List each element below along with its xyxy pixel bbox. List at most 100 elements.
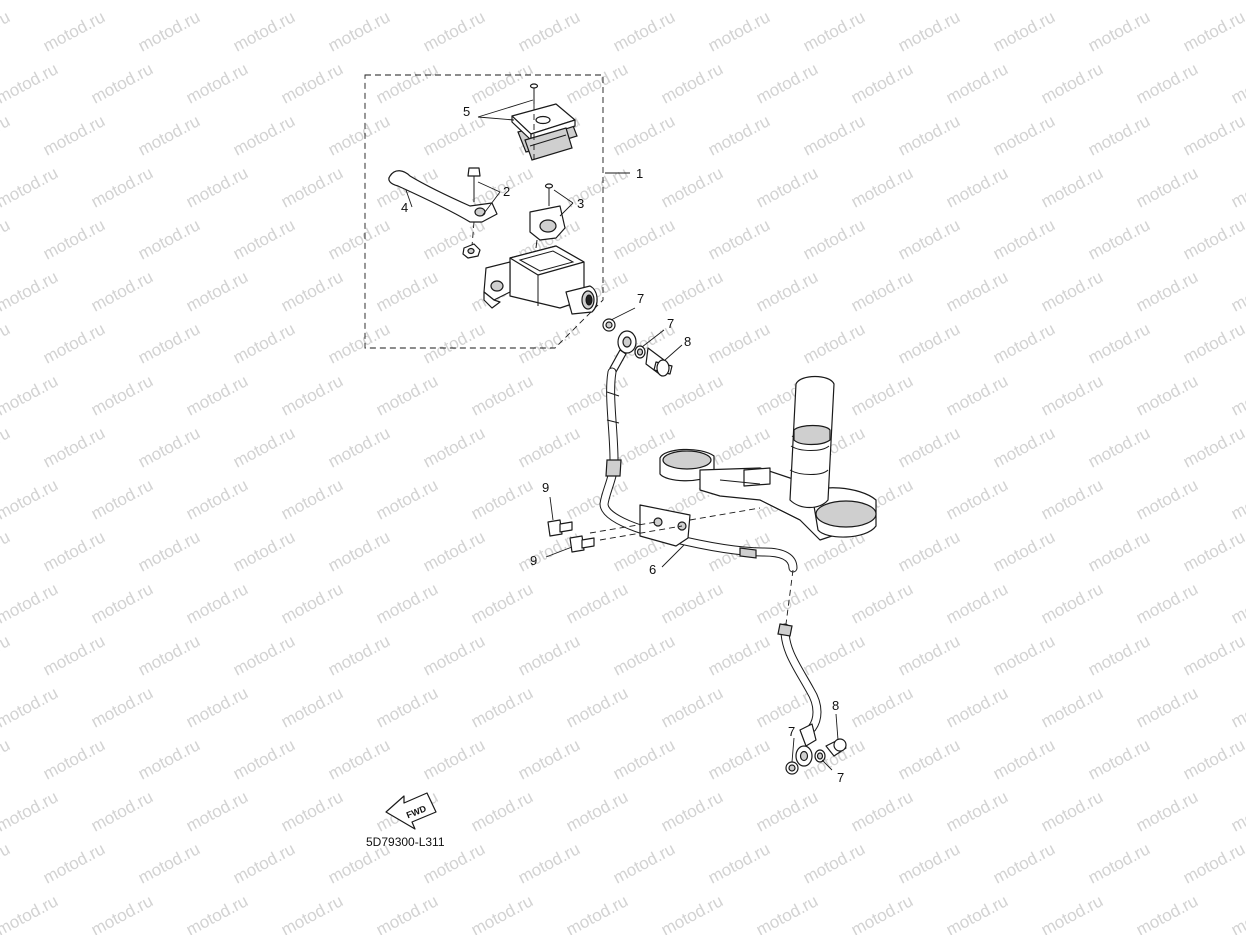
watermark-text: motod.ru xyxy=(1228,0,1246,4)
reservoir-cap-assembly xyxy=(511,83,578,161)
watermark-text: motod.ru xyxy=(1038,475,1106,523)
hose-bracket xyxy=(589,504,761,547)
watermark-text: motod.ru xyxy=(895,215,963,263)
watermark-text: motod.ru xyxy=(1133,267,1201,315)
watermark-text: motod.ru xyxy=(325,423,393,471)
watermark-text: motod.ru xyxy=(88,683,156,731)
watermark-text: motod.ru xyxy=(135,111,203,159)
watermark-text: motod.ru xyxy=(1180,7,1246,55)
watermark-text: motod.ru xyxy=(468,0,536,4)
watermark-text: motod.ru xyxy=(183,163,251,211)
watermark-text: motod.ru xyxy=(0,215,13,263)
watermark-text: motod.ru xyxy=(0,475,61,523)
watermark-text: motod.ru xyxy=(610,631,678,679)
watermark-text: motod.ru xyxy=(1133,59,1201,107)
watermark-text: motod.ru xyxy=(848,683,916,731)
watermark-text: motod.ru xyxy=(373,891,441,935)
watermark-text: motod.ru xyxy=(800,839,868,887)
watermark-text: motod.ru xyxy=(848,163,916,211)
watermark-text: motod.ru xyxy=(895,319,963,367)
watermark-text: motod.ru xyxy=(0,683,61,731)
watermark-text: motod.ru xyxy=(135,631,203,679)
diagram-code: 5D79300-L311 xyxy=(366,835,445,849)
watermark-text: motod.ru xyxy=(183,0,251,4)
steering-stem xyxy=(789,375,835,509)
watermark-text: motod.ru xyxy=(0,839,13,887)
watermark-text: motod.ru xyxy=(230,7,298,55)
watermark-text: motod.ru xyxy=(278,579,346,627)
watermark-text: motod.ru xyxy=(1228,787,1246,835)
callout-6: 6 xyxy=(649,562,656,577)
watermark-text: motod.ru xyxy=(230,527,298,575)
callout-7-top-b: 7 xyxy=(667,316,674,331)
watermark-text: motod.ru xyxy=(658,787,726,835)
watermark-text: motod.ru xyxy=(943,787,1011,835)
watermark-text: motod.ru xyxy=(990,7,1058,55)
watermark-text: motod.ru xyxy=(135,319,203,367)
watermark-text: motod.ru xyxy=(848,59,916,107)
watermark-text: motod.ru xyxy=(895,735,963,783)
watermark-text: motod.ru xyxy=(705,839,773,887)
callout-3: 3 xyxy=(577,196,584,211)
watermark-text: motod.ru xyxy=(610,7,678,55)
watermark-text: motod.ru xyxy=(610,735,678,783)
watermark-text: motod.ru xyxy=(848,579,916,627)
watermark-text: motod.ru xyxy=(1133,475,1201,523)
watermark-text: motod.ru xyxy=(183,59,251,107)
watermark-text: motod.ru xyxy=(563,371,631,419)
watermark-text: motod.ru xyxy=(135,7,203,55)
watermark-text: motod.ru xyxy=(563,579,631,627)
watermark-text: motod.ru xyxy=(1133,0,1201,4)
watermark-text: motod.ru xyxy=(895,839,963,887)
watermark-text: motod.ru xyxy=(1038,0,1106,4)
watermark-text: motod.ru xyxy=(1180,527,1246,575)
watermark-text: motod.ru xyxy=(0,371,61,419)
watermark-text: motod.ru xyxy=(658,59,726,107)
watermark-text: motod.ru xyxy=(658,579,726,627)
upper-bracket xyxy=(659,448,877,541)
watermark-text: motod.ru xyxy=(895,7,963,55)
watermark-text: motod.ru xyxy=(230,423,298,471)
watermark-text: motod.ru xyxy=(895,631,963,679)
watermark-text: motod.ru xyxy=(183,579,251,627)
watermark-text: motod.ru xyxy=(135,215,203,263)
watermark-text: motod.ru xyxy=(468,683,536,731)
watermark-text: motod.ru xyxy=(183,267,251,315)
callout-4: 4 xyxy=(401,200,408,215)
watermark-text: motod.ru xyxy=(1228,579,1246,627)
watermark-text: motod.ru xyxy=(420,7,488,55)
watermark-text: motod.ru xyxy=(800,111,868,159)
watermark-text: motod.ru xyxy=(1085,839,1153,887)
watermark-text: motod.ru xyxy=(373,0,441,4)
watermark-text: motod.ru xyxy=(278,891,346,935)
watermark-text: motod.ru xyxy=(943,59,1011,107)
watermark-text: motod.ru xyxy=(230,735,298,783)
watermark-text: motod.ru xyxy=(0,735,13,783)
watermark-text: motod.ru xyxy=(563,163,631,211)
watermark-text: motod.ru xyxy=(943,163,1011,211)
banjo-fitting-top xyxy=(609,330,637,373)
watermark-text: motod.ru xyxy=(753,579,821,627)
watermark-text: motod.ru xyxy=(0,787,61,835)
bolt-9-lower xyxy=(569,535,595,553)
watermark-text: motod.ru xyxy=(705,7,773,55)
watermark-text: motod.ru xyxy=(468,787,536,835)
watermark-text: motod.ru xyxy=(563,0,631,4)
watermark-text: motod.ru xyxy=(658,891,726,935)
watermark-text: motod.ru xyxy=(1228,683,1246,731)
watermark-text: motod.ru xyxy=(0,7,13,55)
watermark-text: motod.ru xyxy=(658,0,726,4)
watermark-text: motod.ru xyxy=(1038,267,1106,315)
watermark-text: motod.ru xyxy=(1085,215,1153,263)
watermark-text: motod.ru xyxy=(325,735,393,783)
watermark-text: motod.ru xyxy=(278,59,346,107)
watermark-text: motod.ru xyxy=(278,475,346,523)
watermark-text: motod.ru xyxy=(990,111,1058,159)
watermark-text: motod.ru xyxy=(0,111,13,159)
watermark-text: motod.ru xyxy=(420,111,488,159)
watermark-text: motod.ru xyxy=(0,319,13,367)
watermark-text: motod.ru xyxy=(610,111,678,159)
watermark-text: motod.ru xyxy=(1038,787,1106,835)
watermark-text: motod.ru xyxy=(0,59,61,107)
callout-8-lower: 8 xyxy=(832,698,839,713)
